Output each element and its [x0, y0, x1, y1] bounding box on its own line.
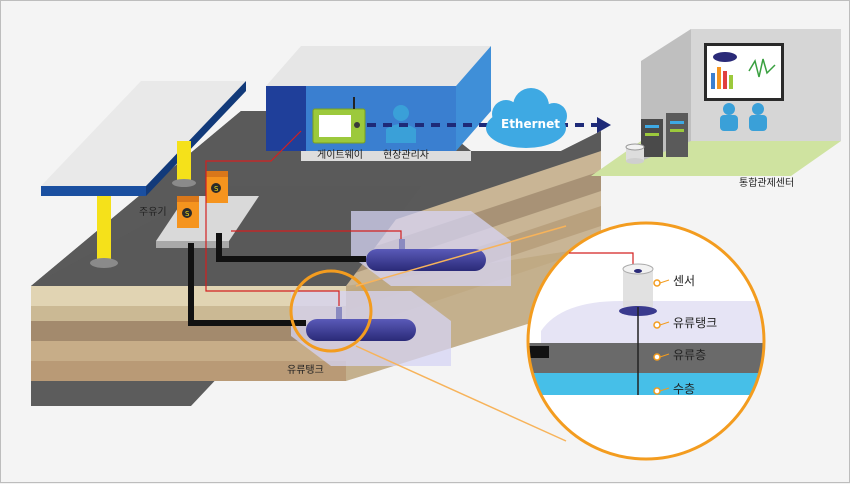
canopy [41, 81, 246, 268]
ethernet-label: Ethernet [501, 117, 560, 131]
operator-icons [720, 103, 767, 131]
water-layer-band [528, 373, 764, 395]
zoom-detail [526, 221, 766, 461]
person-icon [386, 105, 416, 143]
sensor-wire-1 [205, 130, 340, 306]
gateway-label: 게이트웨이 [317, 149, 363, 161]
cloud-icon [486, 88, 567, 148]
site-manager-label: 현장관리자 [383, 149, 429, 161]
gateway-monitor-icon [312, 97, 366, 144]
callout-line-bottom [355, 345, 567, 442]
oil-tank-label: 유류탱크 [287, 364, 324, 376]
oil-layer-label: 유류층 [673, 348, 706, 362]
fuel-pipe-2 [216, 233, 366, 262]
water-layer-label: 수층 [673, 382, 695, 396]
svg-text:S: S [214, 185, 219, 193]
tank-box-back [351, 211, 511, 286]
control-center-label: 통합관제센터 [739, 177, 794, 189]
tank-highlight-ring [289, 269, 373, 353]
callout-line-top [355, 225, 567, 287]
sensor-probe [623, 269, 653, 307]
tank-box-front [291, 291, 451, 366]
oil-layer-band [528, 343, 764, 373]
control-center [591, 29, 841, 176]
site-building [266, 46, 491, 161]
dispenser-label: 주유기 [139, 206, 167, 218]
arrow-right-icon [597, 117, 611, 133]
svg-text:S: S [185, 210, 190, 218]
dispenser-island: S S 주유기 [139, 171, 259, 248]
server-icon [641, 113, 688, 157]
sensor-wire-2 [231, 230, 402, 239]
database-icon [625, 143, 645, 164]
oil-tank-zoom-label: 유류탱크 [673, 316, 717, 330]
dispenser-1: S [177, 196, 199, 228]
sensor-label: 센서 [673, 274, 695, 288]
dispenser-2: S [206, 171, 228, 203]
fuel-pipe-1 [188, 243, 306, 326]
